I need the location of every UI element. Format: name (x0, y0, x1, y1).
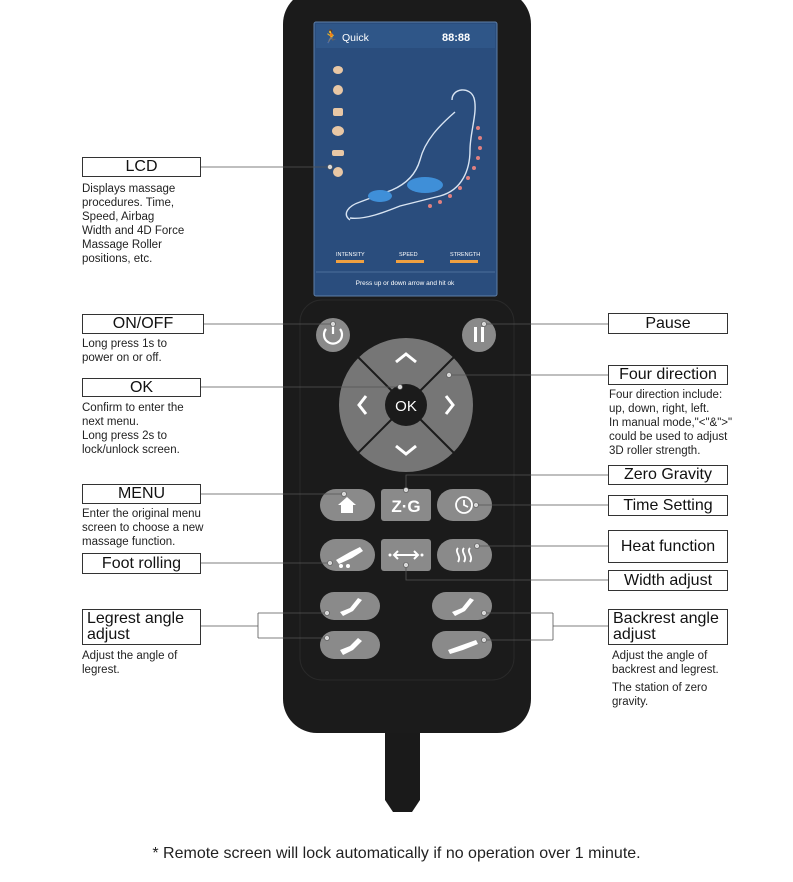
backrest-description-1: Adjust the angle of backrest and legrest… (612, 650, 719, 676)
width-adjust-label: Width adjust (608, 570, 728, 591)
cable (385, 720, 420, 812)
width-arrows-icon (392, 550, 420, 560)
zero-gravity-button-label: Z·G (391, 497, 420, 516)
down-arrow-icon (395, 444, 417, 456)
on-off-label: ON/OFF (82, 314, 204, 334)
clock-icon (455, 496, 473, 514)
pause-label: Pause (608, 313, 728, 334)
four-direction-description: Four direction include: up, down, right,… (609, 389, 733, 457)
backrest-up-icon (452, 598, 474, 616)
four-direction-label: Four direction (608, 365, 728, 385)
lcd-screen: 🏃 Quick 88:88 INTENSITY (313, 21, 498, 297)
menu-button[interactable] (320, 489, 375, 521)
legrest-up-icon (340, 598, 362, 616)
ok-description: Confirm to enter the next menu. Long pre… (82, 402, 184, 456)
backrest-description-2: The station of zero gravity. (612, 682, 708, 708)
massage-chair-icon (336, 547, 363, 564)
roller-dots (428, 126, 482, 208)
zero-gravity-button[interactable]: Z·G (381, 489, 431, 521)
ok-button[interactable]: OK (385, 384, 427, 426)
right-arrow-icon (444, 395, 455, 415)
time-setting-label: Time Setting (608, 495, 728, 516)
legrest-down-icon (340, 638, 362, 655)
home-icon (338, 497, 356, 513)
airbag-highlight (368, 177, 443, 202)
gauge-label-strength: STRENGTH (450, 252, 480, 258)
menu-label: MENU (82, 484, 201, 504)
pause-button[interactable] (462, 318, 496, 352)
left-arrow-icon (357, 395, 368, 415)
gauges: INTENSITY SPEED STRENGTH (336, 252, 480, 263)
callout-lines (201, 166, 608, 641)
on-off-description: Long press 1s to power on or off. (82, 338, 168, 364)
ok-button-label: OK (395, 398, 417, 415)
foot-rolling-label: Foot rolling (82, 553, 201, 574)
massage-part-icons (332, 66, 344, 177)
time-setting-button[interactable] (437, 489, 492, 521)
backrest-up-button[interactable] (432, 592, 492, 620)
up-arrow-icon (395, 352, 417, 364)
legrest-label: Legrest angle adjust (82, 609, 201, 645)
width-adjust-button[interactable] (381, 539, 431, 571)
ok-label: OK (82, 378, 201, 397)
legrest-down-button[interactable] (320, 631, 380, 659)
backrest-down-button[interactable] (432, 631, 492, 659)
backrest-label: Backrest angle adjust (608, 609, 728, 645)
gauge-label-speed: SPEED (399, 252, 418, 258)
gauge-label-intensity: INTENSITY (336, 252, 365, 258)
legrest-up-button[interactable] (320, 592, 380, 620)
screen-mode: Quick (342, 32, 370, 44)
lcd-description: Displays massage procedures. Time, Speed… (82, 183, 185, 265)
screen-time: 88:88 (442, 32, 470, 44)
menu-description: Enter the original menu screen to choose… (82, 508, 204, 548)
heat-waves-icon (455, 547, 473, 563)
callout-dots (324, 164, 487, 643)
legrest-description: Adjust the angle of legrest. (82, 650, 178, 676)
lcd-label: LCD (82, 157, 201, 177)
foot-rolling-button[interactable] (320, 539, 375, 571)
heat-button[interactable] (437, 539, 492, 571)
heat-function-label: Heat function (608, 530, 728, 563)
running-person-icon: 🏃 (323, 29, 339, 44)
zero-gravity-label: Zero Gravity (608, 465, 728, 485)
screen-hint: Press up or down arrow and hit ok (356, 280, 455, 287)
backrest-recline-icon (448, 640, 478, 654)
footnote: * Remote screen will lock automatically … (152, 845, 641, 862)
body-silhouette-icon (345, 89, 476, 221)
